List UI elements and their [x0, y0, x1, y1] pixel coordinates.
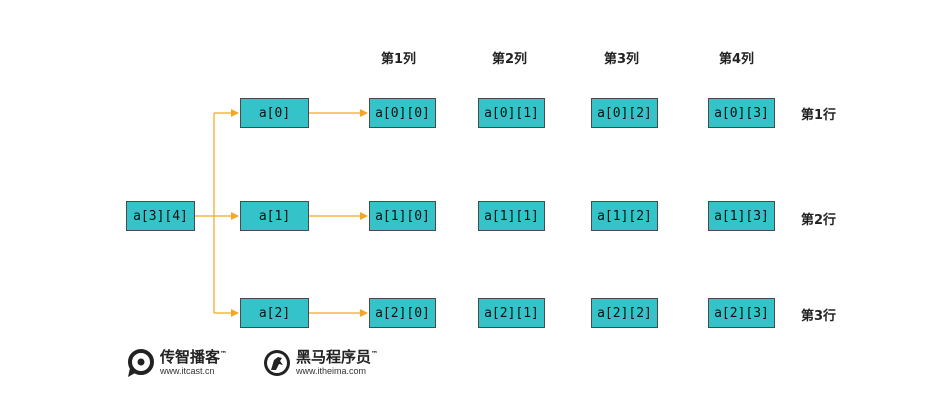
itcast-logo-tm: ™ — [220, 350, 228, 358]
element-box-0-1: a[0][1] — [478, 98, 545, 128]
itcast-logo-name: 传智播客 — [160, 348, 221, 366]
element-box-2-3: a[2][3] — [708, 298, 775, 328]
element-box-2-2: a[2][2] — [591, 298, 658, 328]
column-header-4: 第4列 — [719, 52, 755, 67]
element-box-2-0: a[2][0] — [369, 298, 436, 328]
itcast-logo-url: www.itcast.cn — [160, 366, 215, 376]
element-box-1-0: a[1][0] — [369, 201, 436, 231]
itheima-horse-icon — [264, 350, 290, 376]
element-box-1-1: a[1][1] — [478, 201, 545, 231]
row-label-2: 第2行 — [801, 213, 837, 228]
itcast-logo: 传智播客™ www.itcast.cn — [126, 348, 227, 378]
element-box-1-2: a[1][2] — [591, 201, 658, 231]
element-box-0-3: a[0][3] — [708, 98, 775, 128]
element-box-2-1: a[2][1] — [478, 298, 545, 328]
row-pointer-box-2: a[2] — [240, 298, 309, 328]
element-box-0-2: a[0][2] — [591, 98, 658, 128]
column-header-2: 第2列 — [492, 52, 528, 67]
row-pointer-box-0: a[0] — [240, 98, 309, 128]
itheima-logo-name: 黑马程序员 — [296, 348, 372, 366]
row-label-3: 第3行 — [801, 309, 837, 324]
column-header-1: 第1列 — [381, 52, 417, 67]
row-label-1: 第1行 — [801, 108, 837, 123]
itheima-logo-url: www.itheima.com — [296, 366, 367, 376]
row-pointer-box-1: a[1] — [240, 201, 309, 231]
column-header-3: 第3列 — [604, 52, 640, 67]
element-box-1-3: a[1][3] — [708, 201, 775, 231]
itheima-logo: 黑马程序员™ www.itheima.com — [262, 348, 378, 378]
element-box-0-0: a[0][0] — [369, 98, 436, 128]
root-array-box: a[3][4] — [126, 201, 195, 231]
itheima-logo-tm: ™ — [371, 350, 379, 358]
itcast-mark-icon — [128, 349, 154, 377]
